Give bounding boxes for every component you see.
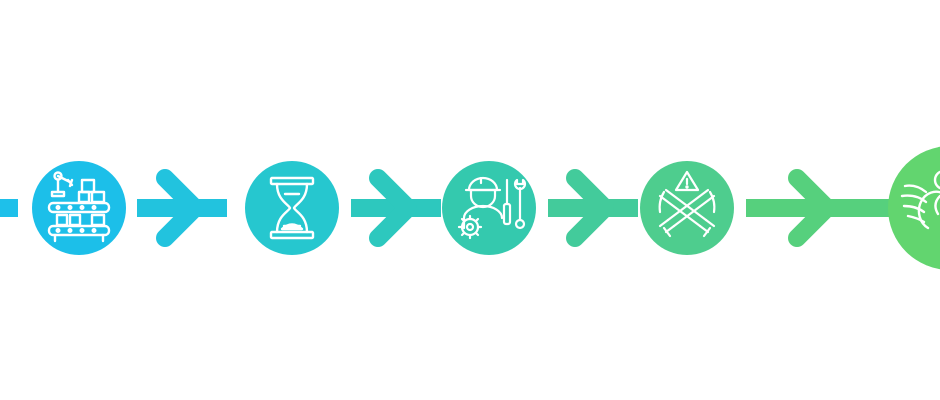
crossed-hands-warning-icon <box>658 170 716 238</box>
step-circle <box>640 161 734 255</box>
step-5 <box>888 146 940 270</box>
step-4 <box>640 161 734 255</box>
hourglass-icon <box>269 176 315 240</box>
step-3 <box>442 161 536 255</box>
winged-figure-icon <box>900 170 940 230</box>
flow-line-segment <box>137 199 227 217</box>
connector-1 <box>137 169 227 247</box>
arrow-right-icon <box>566 169 614 247</box>
assembly-line-icon <box>47 171 111 243</box>
step-circle <box>245 161 339 255</box>
step-circle <box>442 161 536 255</box>
arrow-right-icon <box>156 169 204 247</box>
step-2 <box>245 161 339 255</box>
step-circle <box>32 161 126 255</box>
arrow-right-icon <box>369 169 417 247</box>
arrow-right-icon <box>788 169 836 247</box>
step-1 <box>32 161 126 255</box>
connector-3 <box>548 169 638 247</box>
connector-2 <box>351 169 441 247</box>
connector-4 <box>746 169 892 247</box>
worker-tools-gear-icon <box>457 176 527 240</box>
flow-line-start <box>0 199 18 217</box>
